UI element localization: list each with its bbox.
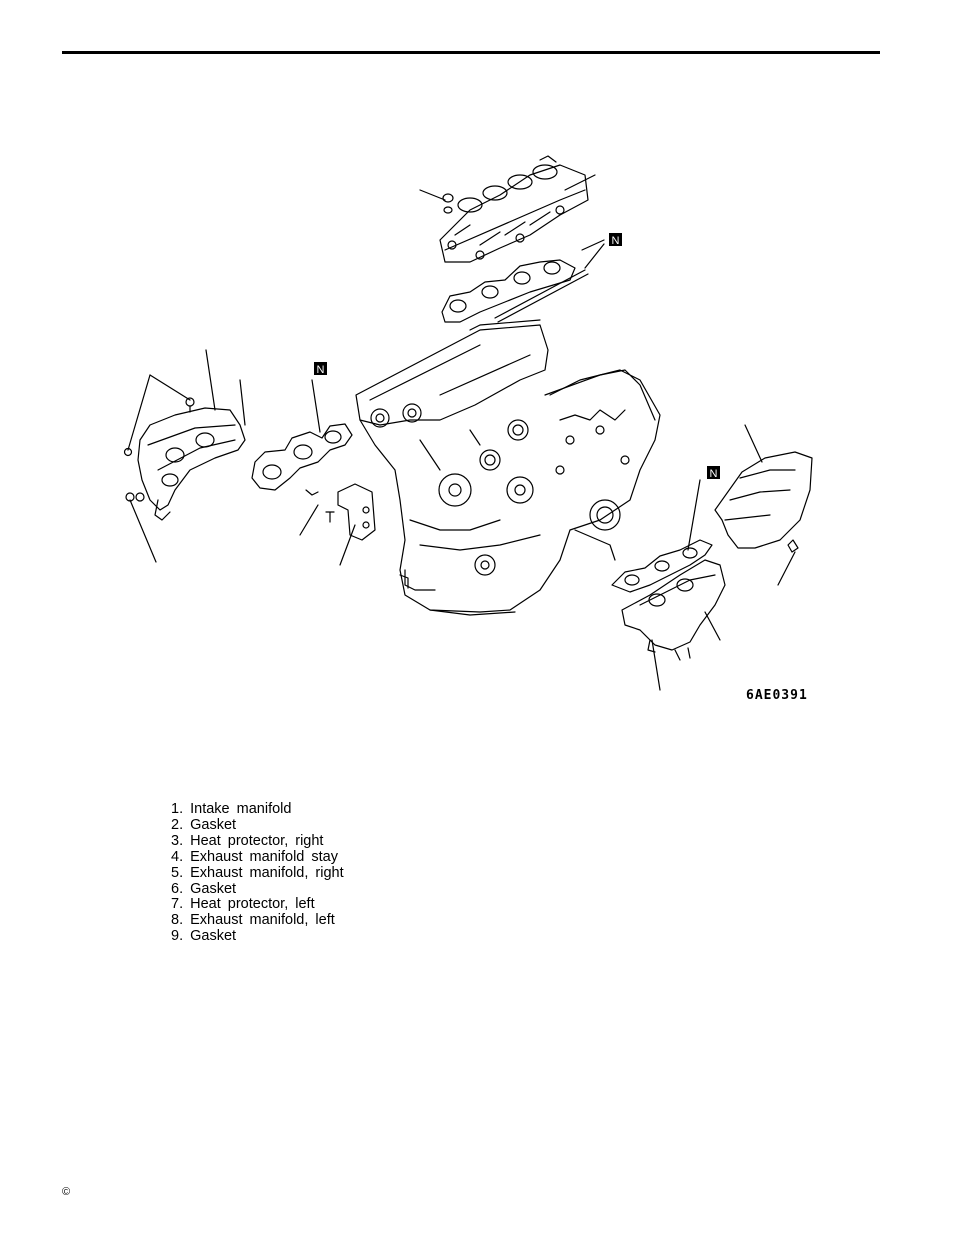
intake-manifold-drawing: [439, 155, 589, 263]
legend-item: 6. Gasket: [171, 880, 237, 897]
legend-item: 5. Exhaust manifold, right: [171, 864, 344, 881]
svg-text:N: N: [317, 364, 325, 376]
new-part-marker-icon: N: [314, 362, 327, 376]
left-exhaust-manifold-drawing: [621, 559, 726, 661]
right-exhaust-manifold-drawing: [137, 397, 246, 521]
left-exhaust-gasket-drawing: [611, 539, 713, 593]
right-exhaust-gasket-drawing: [251, 423, 353, 491]
legend-item: 4. Exhaust manifold stay: [171, 848, 338, 865]
exhaust-manifold-stay-drawing: [305, 483, 376, 541]
legend-item: 3. Heat protector, right: [171, 832, 324, 849]
legend-item: 8. Exhaust manifold, left: [171, 912, 335, 929]
intake-gasket-drawing: [441, 259, 589, 323]
new-part-marker-icon: N: [707, 466, 720, 480]
parts-legend: 1. Intake manifold 2. Gasket 3. Heat pro…: [171, 801, 344, 945]
header-rule: [62, 51, 880, 54]
legend-item: 1. Intake manifold: [171, 801, 292, 817]
svg-text:N: N: [710, 468, 718, 480]
copyright-symbol: ©: [62, 1186, 71, 1198]
engine-block-drawing: [355, 319, 661, 616]
legend-item: 7. Heat protector, left: [171, 896, 315, 913]
svg-text:N: N: [612, 235, 620, 247]
figure-code: 6AE0391: [746, 688, 808, 703]
legend-item: 9. Gasket: [171, 928, 237, 945]
left-heat-protector-drawing: [714, 451, 813, 549]
exploded-view-figure: N N N: [123, 155, 813, 691]
new-part-marker-icon: N: [609, 233, 622, 247]
legend-item: 2. Gasket: [171, 816, 237, 833]
